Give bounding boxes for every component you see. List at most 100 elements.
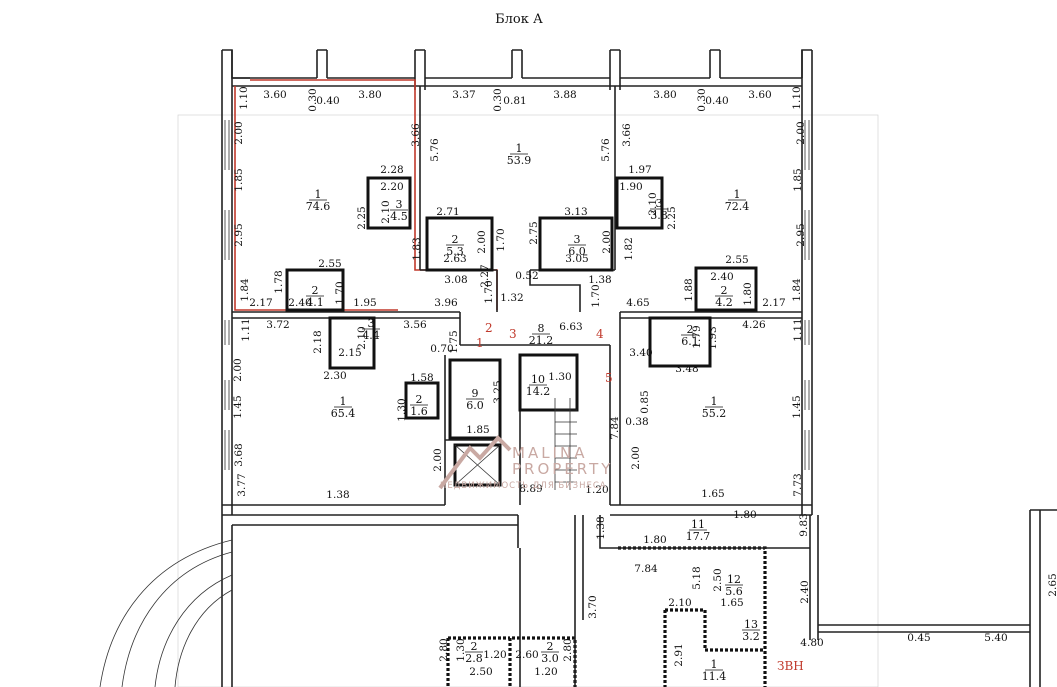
- room-label: 172.4: [725, 188, 750, 213]
- dimension-label: 2.25: [666, 206, 678, 229]
- dimension-label: 6.63: [559, 321, 582, 333]
- dimension-label: 1.88: [683, 278, 695, 301]
- dimension-label: 1.84: [791, 278, 803, 302]
- watermark-line1: MALINA: [512, 444, 587, 462]
- dimension-label: 3.88: [553, 89, 576, 101]
- room-number: 3: [656, 197, 663, 210]
- room-area: 4.4: [362, 329, 380, 342]
- room-area: 6.1: [681, 335, 699, 348]
- dimension-label: 2.00: [795, 121, 807, 144]
- room-number: 2: [547, 640, 554, 653]
- room-label: 174.6: [306, 188, 331, 213]
- dimension-label: 0.30: [492, 88, 504, 111]
- dimension-label: 1.97: [628, 164, 651, 176]
- room-number: 13: [744, 618, 758, 631]
- dimension-label: 2.00: [232, 358, 244, 381]
- room-label: 24.2: [715, 284, 733, 309]
- dimension-label: 0.52: [515, 270, 538, 282]
- dimension-label: 1.30: [455, 638, 467, 661]
- room-number: 3: [574, 233, 581, 246]
- dimension-label: 1.38: [595, 516, 607, 539]
- dimension-label: 1.95: [353, 297, 376, 309]
- room-label: 25.3: [446, 233, 464, 258]
- room-label: 21.6: [410, 393, 428, 418]
- dimension-label: 2.95: [795, 223, 807, 246]
- dimension-label: 1.11: [792, 318, 804, 341]
- watermark-logo: MALINA PROPERTY НЕДВИЖИМОСТЬ ДЛЯ БИЗНЕСА: [438, 435, 610, 491]
- dimension-label: 1.80: [643, 534, 666, 546]
- dimension-label: 0.45: [907, 632, 930, 644]
- dimension-label: 1.65: [701, 488, 724, 500]
- room-area: 17.7: [686, 530, 711, 543]
- dimension-label: 3.96: [434, 297, 458, 309]
- dimension-label: 4.26: [742, 319, 766, 331]
- dimension-label: 2.00: [630, 446, 642, 469]
- dimension-label: 1.65: [720, 597, 743, 609]
- dimension-label: 1.85: [233, 168, 245, 191]
- dimension-label: 1.78: [273, 270, 285, 293]
- room-area: 14.2: [526, 385, 551, 398]
- dimension-label: 2.65: [1047, 573, 1057, 596]
- dimension-label: 1.80: [733, 509, 756, 521]
- dimension-label: 2.10: [380, 200, 392, 223]
- dimension-label: 1.10: [238, 86, 250, 109]
- dimension-label: 0.30: [696, 88, 708, 111]
- dimension-label: 1.90: [619, 181, 642, 193]
- dimension-label: 3.40: [629, 347, 652, 359]
- room-number: 2: [452, 233, 459, 246]
- room-label: 133.2: [742, 618, 760, 643]
- room-area: 4.5: [390, 210, 408, 223]
- dimension-label: 0.81: [503, 95, 526, 107]
- dimension-label: 2.20: [380, 181, 403, 193]
- dimension-label: 2.17: [249, 297, 272, 309]
- outer-walls: [221, 49, 813, 516]
- room-label: 34.5: [390, 198, 408, 223]
- room-number: 2: [471, 640, 478, 653]
- room-number: 1: [315, 188, 322, 201]
- dimension-label: 2.80: [562, 638, 574, 661]
- dimension-label: 1.85: [466, 424, 489, 436]
- dimension-label: 2.71: [436, 206, 459, 218]
- dimension-label: 2.50: [469, 666, 492, 678]
- room-label: 125.6: [725, 573, 743, 598]
- watermark-tagline: НЕДВИЖИМОСТЬ ДЛЯ БИЗНЕСА: [440, 481, 607, 491]
- site-outline: [177, 114, 879, 687]
- dimension-label: 8.89: [519, 483, 542, 495]
- dimension-label: 1.70: [334, 281, 346, 304]
- dimension-label: 1.84: [239, 278, 251, 302]
- room-label: 36.0: [568, 233, 586, 258]
- dimension-label: 1.70: [590, 284, 602, 307]
- dimension-label: 2.40: [710, 271, 733, 283]
- dimension-label: 2.40: [288, 297, 311, 309]
- room-label: 111.4: [702, 658, 727, 683]
- dimension-label: 1.38: [326, 489, 349, 501]
- dimension-label: 0.85: [639, 390, 651, 413]
- dimension-label: 3.80: [358, 89, 381, 101]
- dimension-label: 5.40: [984, 632, 1007, 644]
- dimension-label: 3.48: [675, 363, 698, 375]
- dimension-label: 1.70: [495, 228, 507, 251]
- room-label: 33.8: [650, 197, 668, 222]
- room-area: 72.4: [725, 200, 750, 213]
- dimension-label: 1.30: [396, 398, 408, 421]
- dimension-label: 2.55: [725, 254, 748, 266]
- dimension-label: 1.70: [483, 280, 495, 303]
- room-number: 2: [687, 323, 694, 336]
- room-area: 21.2: [529, 334, 554, 347]
- dimension-label: 2.95: [233, 223, 245, 246]
- room-label: 153.9: [507, 142, 532, 167]
- room-number: 10: [531, 373, 545, 386]
- room-number: 2: [721, 284, 728, 297]
- dimension-label: 4.80: [800, 637, 823, 649]
- room-label: 24.1: [306, 284, 324, 309]
- room-area: 6.0: [466, 399, 484, 412]
- dimension-label: 7.73: [792, 473, 804, 496]
- room-number: 11: [691, 518, 705, 531]
- dimension-label: 4.65: [626, 297, 649, 309]
- dimension-label: 2.60: [515, 649, 538, 661]
- ref-label-2: 2: [485, 321, 493, 335]
- dimension-label: 3.66: [621, 123, 633, 147]
- room-label: 821.2: [529, 322, 554, 347]
- room-area: 1.6: [410, 405, 428, 418]
- dimension-label: 3.56: [403, 319, 427, 331]
